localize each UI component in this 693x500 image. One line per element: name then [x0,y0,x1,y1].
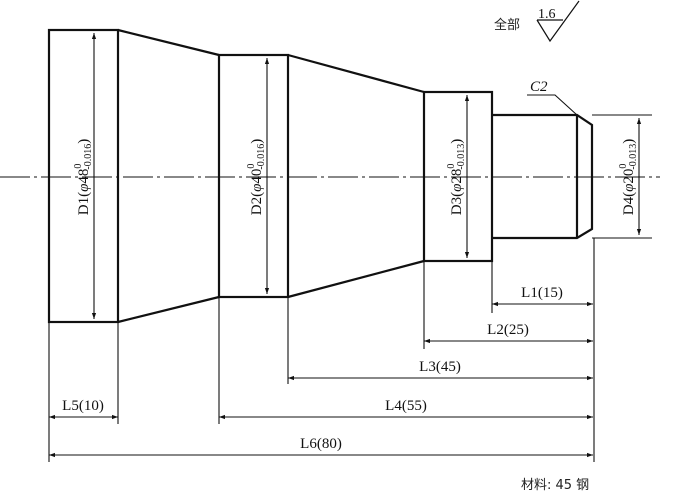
length-label-l4: L4(55) [385,398,427,414]
length-label-l3: L3(45) [419,359,461,375]
diameter-label-d4: D4(φ200-0.013) [618,139,639,215]
length-dimensions [49,301,593,458]
roughness-prefix: 全部 [494,17,520,33]
surface-roughness-note: 全部 1.6 [494,0,580,43]
length-label-l6: L6(80) [300,436,342,452]
svg-text:D3(φ280-0.013): D3(φ280-0.013) [446,139,467,215]
svg-text:D2(φ400-0.016): D2(φ400-0.016) [246,139,267,215]
diameter-label-d3: D3(φ280-0.013) [446,139,467,215]
length-label-l5: L5(10) [62,398,104,414]
roughness-symbol-icon [536,0,580,43]
material-note: 材料: 45 钢 [521,478,589,493]
extension-lines [48,238,595,462]
length-label-l2: L2(25) [487,322,529,338]
svg-text:D4(φ200-0.013): D4(φ200-0.013) [618,139,639,215]
diameter-dimensions [91,33,652,319]
roughness-value: 1.6 [538,7,556,22]
shaft-outline [47,28,594,324]
diameter-label-d1: D1(φ480-0.016) [73,139,94,215]
chamfer-callout: C2 [527,79,578,116]
length-label-l1: L1(15) [521,285,563,301]
svg-text:D1(φ480-0.016): D1(φ480-0.016) [73,139,94,215]
diameter-label-d2: D2(φ400-0.016) [246,139,267,215]
chamfer-label: C2 [530,79,548,95]
